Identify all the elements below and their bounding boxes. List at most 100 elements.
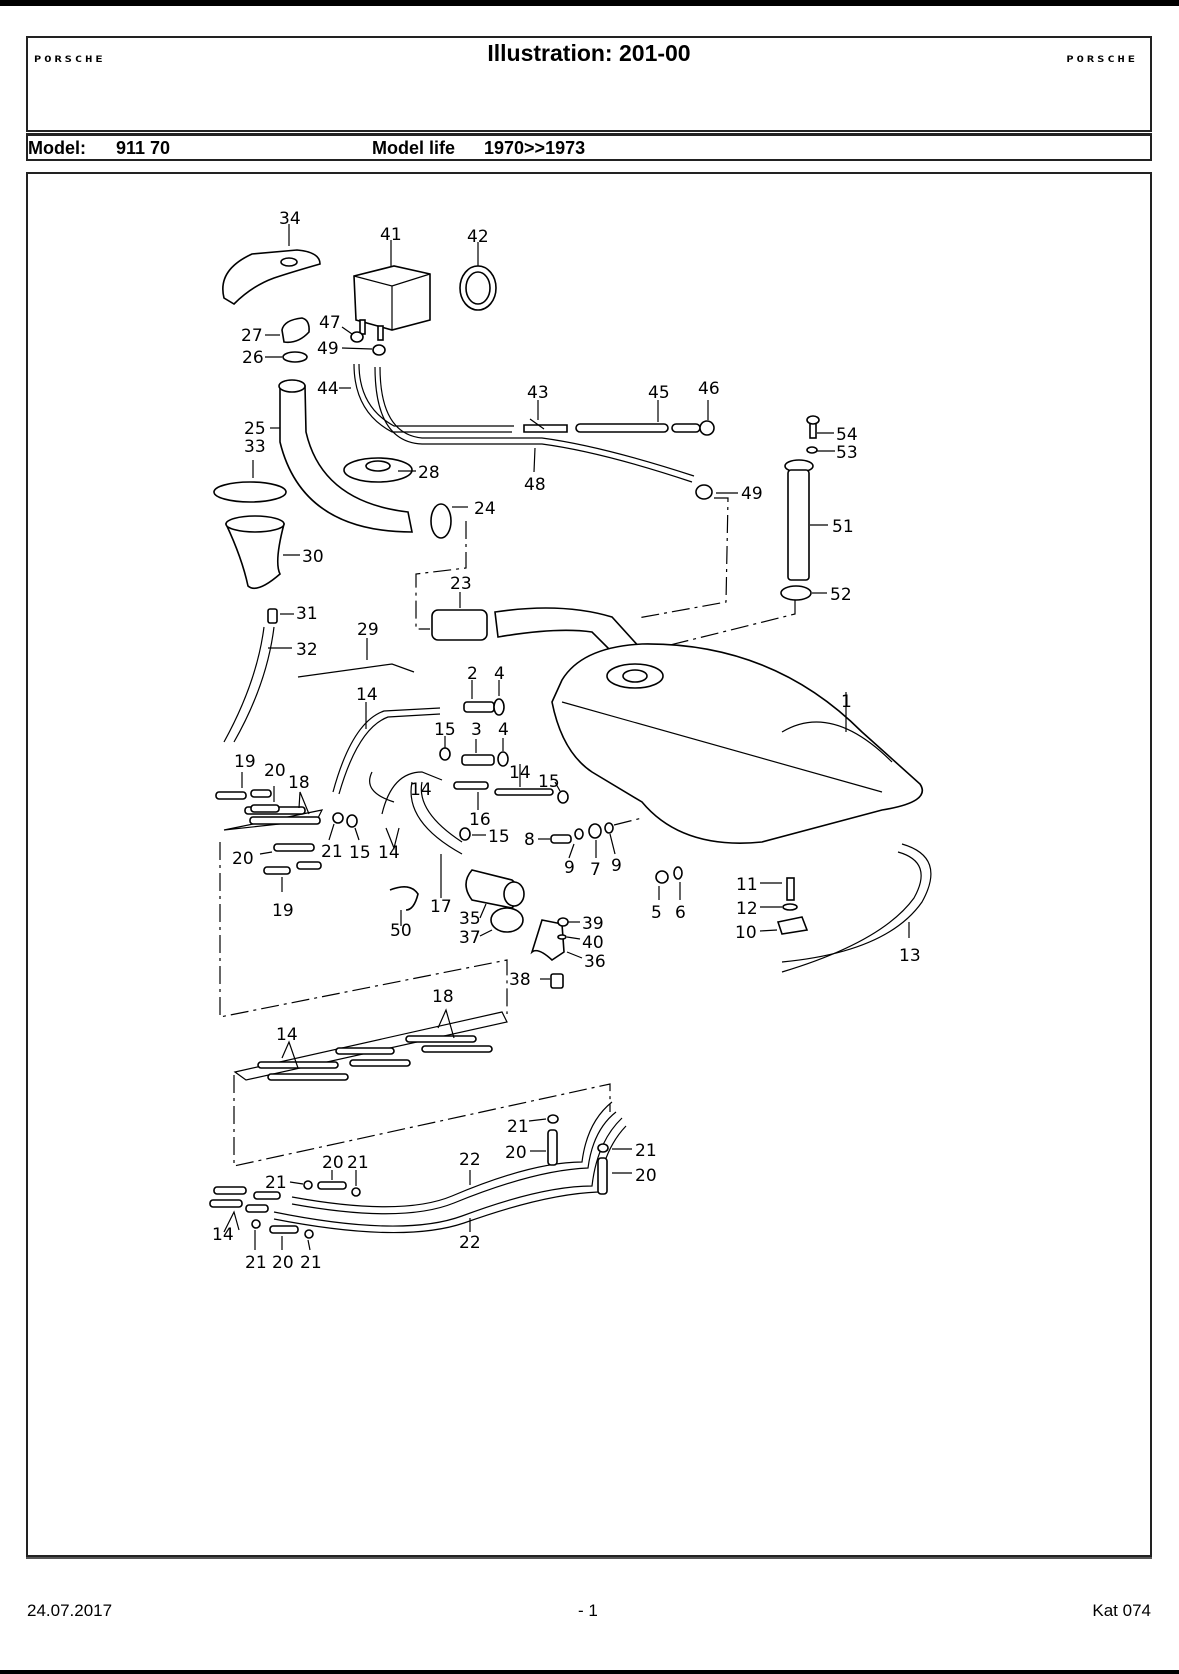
part-49-clamp[interactable] bbox=[372, 344, 386, 356]
part-26-ring[interactable] bbox=[282, 351, 308, 363]
part-6-seal[interactable] bbox=[673, 866, 683, 880]
part-14-hose-c[interactable] bbox=[494, 788, 554, 796]
part-15-clamp-a[interactable] bbox=[439, 747, 451, 761]
part-33-ring[interactable] bbox=[213, 481, 287, 503]
part-16-tee[interactable] bbox=[453, 781, 489, 790]
callout-14e: 14 bbox=[276, 1025, 298, 1045]
part-22-line-a[interactable] bbox=[291, 1101, 613, 1208]
callout-37: 37 bbox=[459, 928, 481, 948]
part-47[interactable] bbox=[350, 331, 364, 343]
part-45-hose[interactable] bbox=[575, 423, 669, 433]
part-21-plug-c[interactable] bbox=[351, 1187, 361, 1197]
part-21-plug-e[interactable] bbox=[304, 1229, 314, 1239]
part-18-line-group[interactable] bbox=[405, 1035, 477, 1043]
part-32-hose[interactable] bbox=[223, 626, 265, 743]
part-31-connector[interactable] bbox=[267, 608, 278, 624]
callout-14c: 14 bbox=[410, 780, 432, 800]
part-50-clip[interactable] bbox=[389, 886, 419, 911]
callout-2: 2 bbox=[467, 664, 478, 684]
part-14-hose-b[interactable] bbox=[381, 771, 443, 815]
part-19-hose-b[interactable] bbox=[263, 866, 291, 875]
part-15-clamp-b[interactable] bbox=[557, 790, 569, 804]
callout-17: 17 bbox=[430, 897, 452, 917]
part-15-clamp-d[interactable] bbox=[346, 814, 358, 828]
part-27-cap[interactable] bbox=[281, 317, 310, 344]
part-46-plug[interactable] bbox=[699, 420, 715, 436]
callout-48: 48 bbox=[524, 475, 546, 495]
part-21-plug-b[interactable] bbox=[303, 1180, 313, 1190]
part-23-hose[interactable] bbox=[431, 609, 488, 641]
top-border bbox=[0, 0, 1179, 6]
part-21-plug-a[interactable] bbox=[332, 812, 344, 824]
part-11-bolt[interactable] bbox=[786, 877, 795, 901]
part-20-hose-e[interactable] bbox=[547, 1129, 558, 1166]
callout-20b: 20 bbox=[232, 849, 254, 869]
callout-4b: 4 bbox=[498, 720, 509, 740]
part-39-nut[interactable] bbox=[557, 917, 569, 927]
part-40-washer[interactable] bbox=[557, 934, 567, 940]
part-22-line-b[interactable] bbox=[273, 1117, 623, 1227]
part-29-wire[interactable] bbox=[297, 663, 415, 678]
part-37-clamp[interactable] bbox=[490, 907, 524, 933]
callout-20c: 20 bbox=[505, 1143, 527, 1163]
part-49-clamp-b[interactable] bbox=[695, 484, 713, 500]
callout-22b: 22 bbox=[459, 1233, 481, 1253]
part-5-drain-plug[interactable] bbox=[655, 870, 669, 884]
part-38-mount[interactable] bbox=[550, 973, 564, 989]
callout-18b: 18 bbox=[432, 987, 454, 1007]
part-36-bracket[interactable] bbox=[530, 919, 565, 962]
part-7-banjo[interactable] bbox=[588, 823, 602, 839]
part-24-clamp[interactable] bbox=[430, 503, 452, 539]
part-12-washer[interactable] bbox=[782, 903, 798, 911]
callout-4a: 4 bbox=[494, 664, 505, 684]
part-9-washer-b[interactable] bbox=[604, 822, 614, 834]
part-34-cover-plate[interactable] bbox=[222, 249, 321, 306]
callout-20e: 20 bbox=[322, 1153, 344, 1173]
part-15-clamp-c[interactable] bbox=[459, 827, 471, 841]
part-20-hose-b[interactable] bbox=[273, 843, 315, 852]
part-1-fuel-tank[interactable] bbox=[551, 643, 923, 844]
part-21-plug-g[interactable] bbox=[597, 1143, 609, 1153]
callout-21f: 21 bbox=[245, 1253, 267, 1273]
part-44-hose[interactable] bbox=[353, 363, 512, 433]
part-2-bolt[interactable] bbox=[463, 701, 495, 713]
callout-18a: 18 bbox=[288, 773, 310, 793]
part-9-washer-a[interactable] bbox=[574, 828, 584, 840]
callout-35: 35 bbox=[459, 909, 481, 929]
callout-52: 52 bbox=[830, 585, 852, 605]
exploded-view-drawing: 34 41 42 27 47 26 49 44 43 45 46 54 53 2… bbox=[209, 209, 932, 1273]
part-53-washer[interactable] bbox=[806, 446, 818, 454]
part-10-clamp-pad[interactable] bbox=[776, 916, 809, 935]
part-8-bolt[interactable] bbox=[550, 834, 572, 844]
callout-28: 28 bbox=[418, 463, 440, 483]
callout-14b: 14 bbox=[509, 763, 531, 783]
part-19-hose-a[interactable] bbox=[215, 791, 247, 800]
part-43-connector[interactable] bbox=[523, 424, 568, 433]
part-4-washer-b[interactable] bbox=[497, 751, 509, 767]
callout-42: 42 bbox=[467, 227, 489, 247]
callout-20d: 20 bbox=[635, 1166, 657, 1186]
part-14-hose-a[interactable] bbox=[332, 707, 441, 793]
part-20-hose-c[interactable] bbox=[317, 1181, 347, 1190]
callout-22a: 22 bbox=[459, 1150, 481, 1170]
part-14-hose-e[interactable] bbox=[213, 1186, 247, 1195]
callout-39: 39 bbox=[582, 914, 604, 934]
callout-10: 10 bbox=[735, 923, 757, 943]
part-20-hose-f[interactable] bbox=[597, 1157, 608, 1195]
callout-31: 31 bbox=[296, 604, 318, 624]
part-3-bolt[interactable] bbox=[461, 754, 495, 766]
callout-46: 46 bbox=[698, 379, 720, 399]
part-48-hose[interactable] bbox=[374, 366, 693, 483]
callout-27: 27 bbox=[241, 326, 263, 346]
callout-21g: 21 bbox=[300, 1253, 322, 1273]
part-20-hose-a[interactable] bbox=[250, 804, 280, 813]
part-13-strap[interactable] bbox=[781, 843, 932, 963]
part-21-plug-d[interactable] bbox=[251, 1219, 261, 1229]
part-21-plug-f[interactable] bbox=[547, 1114, 559, 1124]
part-25-filler-hose[interactable] bbox=[279, 385, 413, 533]
part-4-washer-a[interactable] bbox=[493, 698, 505, 716]
part-18-line-b[interactable] bbox=[249, 816, 321, 825]
part-52-gasket[interactable] bbox=[780, 585, 812, 601]
part-20-hose-d[interactable] bbox=[269, 1225, 299, 1234]
part-51-tube[interactable] bbox=[787, 469, 810, 581]
